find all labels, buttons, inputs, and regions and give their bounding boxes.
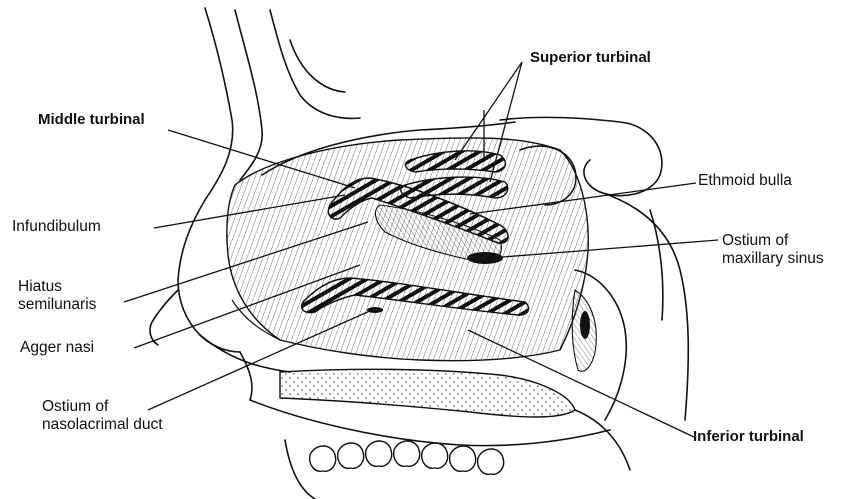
frontal-outline <box>270 10 360 118</box>
infundibulum-label: Infundibulum <box>12 218 101 236</box>
ostium-maxillary-label-line2: maxillary sinus <box>722 250 824 268</box>
nasolacrimal-ostium <box>367 307 383 313</box>
hiatus-label-line2: semilunaris <box>18 296 96 314</box>
inferior-turbinal-label: Inferior turbinal <box>693 428 804 446</box>
ostium-nasolacrimal-label-line2: nasolacrimal duct <box>42 416 163 434</box>
agger-nasi-label: Agger nasi <box>20 339 94 357</box>
superior-turbinal-label: Superior turbinal <box>530 49 651 67</box>
middle-turbinal-label: Middle turbinal <box>38 111 145 129</box>
ostium-nasolacrimal-label-line1: Ostium of <box>42 398 108 416</box>
hiatus-label-line1: Hiatus <box>18 278 62 296</box>
ethmoid-bulla-label: Ethmoid bulla <box>698 172 792 190</box>
hard-palate <box>280 369 575 417</box>
lateral-wall <box>227 138 588 361</box>
ostium-maxillary-label-line1: Ostium of <box>722 232 788 250</box>
